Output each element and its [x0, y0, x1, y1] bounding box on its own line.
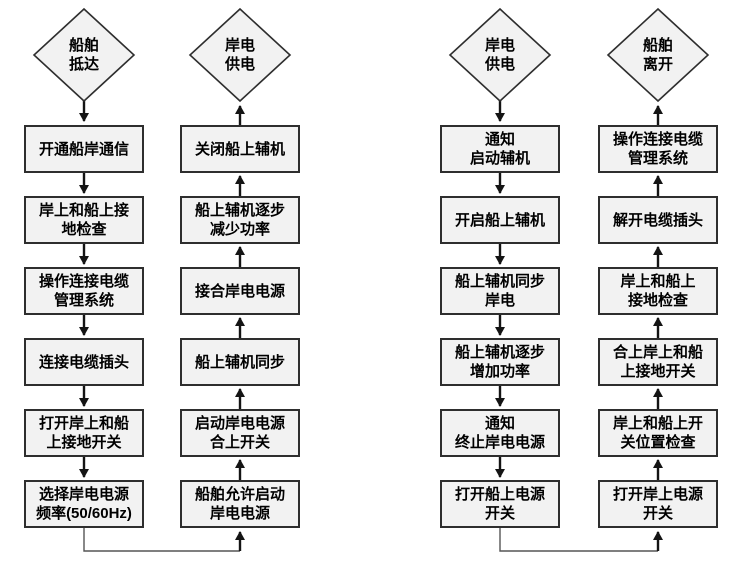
elbow-connector-col1-to-col2 [83, 528, 245, 552]
step-open-ship-shore-communication: 开通船岸通信 [24, 125, 144, 173]
step-label: 打开岸上电源 开关 [612, 486, 703, 522]
step-start-shore-power-close-switch: 启动岸电电源 合上开关 [180, 409, 300, 457]
step-label: 开启船上辅机 [454, 211, 545, 229]
step-operate-cable-management-system-2: 操作连接电缆 管理系统 [598, 125, 718, 173]
step-aux-engine-synchronize: 船上辅机同步 [180, 338, 300, 386]
step-label: 船舶允许启动 岸电电源 [194, 486, 285, 522]
step-open-ship-power-switch: 打开船上电源 开关 [440, 480, 560, 528]
terminal-label: 船舶 离开 [642, 37, 673, 73]
step-open-grounding-switches: 打开岸上和船 上接地开关 [24, 409, 144, 457]
diamond-shape [32, 7, 136, 103]
step-label: 打开岸上和船 上接地开关 [38, 415, 129, 451]
step-shutdown-ship-aux-engine: 关闭船上辅机 [180, 125, 300, 173]
step-label: 通知 终止岸电电源 [454, 415, 545, 451]
terminal-shore-power-supply: 岸电 供电 [448, 7, 552, 103]
step-label: 接合岸电电源 [194, 282, 285, 300]
diamond-shape [188, 7, 292, 103]
step-start-ship-aux-engine: 开启船上辅机 [440, 196, 560, 244]
step-aux-engine-sync-shore-power: 船上辅机同步 岸电 [440, 267, 560, 315]
step-label: 关闭船上辅机 [194, 140, 285, 158]
step-notify-start-aux-engine: 通知 启动辅机 [440, 125, 560, 173]
step-label: 操作连接电缆 管理系统 [612, 131, 703, 167]
step-close-grounding-switches: 合上岸上和船 上接地开关 [598, 338, 718, 386]
step-label: 开通船岸通信 [38, 140, 129, 158]
step-switch-position-check: 岸上和船上开 关位置检查 [598, 409, 718, 457]
step-label: 选择岸电电源 频率(50/60Hz) [36, 486, 132, 522]
step-label: 船上辅机逐步 减少功率 [194, 202, 285, 238]
step-label: 操作连接电缆 管理系统 [38, 273, 129, 309]
step-operate-cable-management-system: 操作连接电缆 管理系统 [24, 267, 144, 315]
terminal-label: 船舶 抵达 [68, 37, 99, 73]
step-aux-engine-reduce-power: 船上辅机逐步 减少功率 [180, 196, 300, 244]
step-label: 启动岸电电源 合上开关 [194, 415, 285, 451]
elbow-connector-col3-to-col4 [499, 528, 663, 552]
step-notify-terminate-shore-power: 通知 终止岸电电源 [440, 409, 560, 457]
step-disconnect-cable-plug: 解开电缆插头 [598, 196, 718, 244]
terminal-shore-power-on: 岸电 供电 [188, 7, 292, 103]
step-shore-ship-grounding-check: 岸上和船上接 地检查 [24, 196, 144, 244]
terminal-ship-arrival: 船舶 抵达 [32, 7, 136, 103]
step-select-shore-power-frequency: 选择岸电电源 频率(50/60Hz) [24, 480, 144, 528]
step-open-shore-power-switch: 打开岸上电源 开关 [598, 480, 718, 528]
step-label: 船上辅机同步 岸电 [454, 273, 545, 309]
step-aux-engine-increase-power: 船上辅机逐步 增加功率 [440, 338, 560, 386]
step-label: 通知 启动辅机 [469, 131, 530, 167]
step-label: 解开电缆插头 [612, 211, 703, 229]
step-engage-shore-power: 接合岸电电源 [180, 267, 300, 315]
terminal-label: 岸电 供电 [224, 37, 255, 73]
step-label: 岸上和船上接 地检查 [38, 202, 129, 238]
step-label: 岸上和船上开 关位置检查 [612, 415, 703, 451]
step-connect-cable-plug: 连接电缆插头 [24, 338, 144, 386]
terminal-label: 岸电 供电 [484, 37, 515, 73]
step-label: 船上辅机同步 [194, 353, 285, 371]
diamond-shape [606, 7, 710, 103]
step-label: 岸上和船上 接地检查 [620, 273, 696, 309]
step-grounding-check-2: 岸上和船上 接地检查 [598, 267, 718, 315]
step-label: 合上岸上和船 上接地开关 [612, 344, 703, 380]
diamond-shape [448, 7, 552, 103]
step-ship-permit-start-shore-power: 船舶允许启动 岸电电源 [180, 480, 300, 528]
step-label: 连接电缆插头 [38, 353, 129, 371]
terminal-ship-departure: 船舶 离开 [606, 7, 710, 103]
step-label: 打开船上电源 开关 [454, 486, 545, 522]
step-label: 船上辅机逐步 增加功率 [454, 344, 545, 380]
